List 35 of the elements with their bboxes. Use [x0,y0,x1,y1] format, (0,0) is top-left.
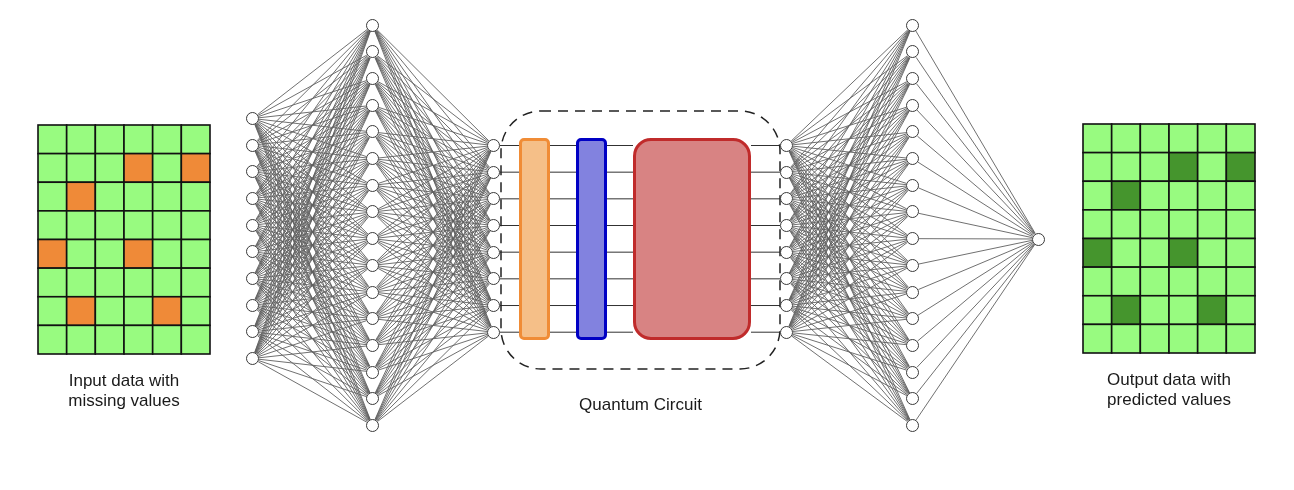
neuron [906,205,919,219]
neuron [487,245,500,259]
neuron [906,178,919,192]
neuron [906,392,919,406]
neuron [906,18,919,32]
neuron [246,218,259,232]
neuron [906,72,919,86]
neuron [906,365,919,379]
neuron [246,325,259,339]
neuron [906,418,919,432]
neuron [906,98,919,112]
node-label: Input data with missing values [67,371,181,411]
quantum-gate [576,138,607,340]
neuron [906,258,919,272]
neuron [246,352,259,365]
neuron [246,298,259,312]
neuron [366,18,379,32]
quantum-gate [633,138,751,340]
neuron [906,45,919,59]
neuron [906,312,919,326]
neuron [906,285,919,299]
node-label: Output data with predicted values [1106,370,1232,410]
neuron [487,165,500,179]
neuron [906,338,919,352]
neuron [780,325,793,339]
neuron [906,152,919,166]
neuron [366,98,379,112]
neuron [366,178,379,192]
neuron [906,232,919,246]
neuron [1032,232,1045,246]
neuron [246,138,259,152]
neuron [906,125,919,139]
node-label: Quantum Circuit [578,395,703,415]
neuron [246,112,259,125]
quantum-gate [519,138,550,340]
